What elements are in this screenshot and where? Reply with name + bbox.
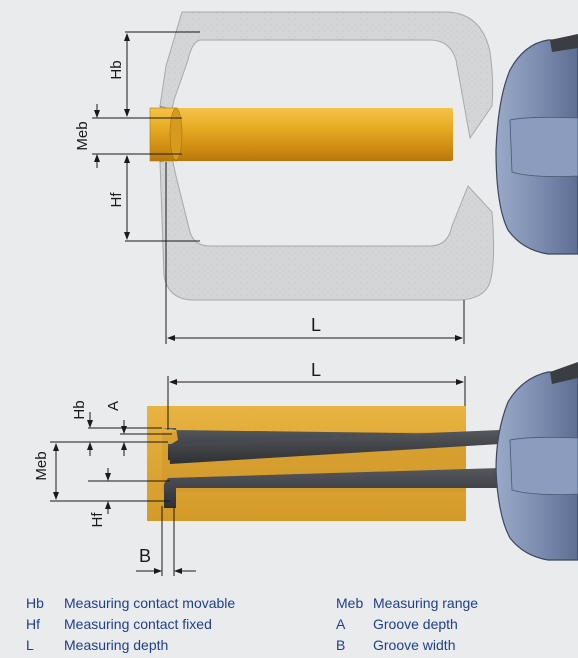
legend-item-b: B Groove width bbox=[336, 636, 455, 654]
top-label-hb: Hb bbox=[108, 60, 125, 79]
top-label-hf: Hf bbox=[108, 192, 125, 208]
legend-text: Measuring range bbox=[373, 595, 479, 611]
bottom-label-hb: Hb bbox=[71, 400, 88, 419]
top-label-meb: Meb bbox=[74, 121, 91, 150]
legend-text: Measuring depth bbox=[64, 637, 169, 653]
legend-text: Groove width bbox=[373, 637, 456, 653]
legend-abbr: Hf bbox=[26, 616, 40, 632]
top-caliper: Hb Meb Hf L bbox=[74, 11, 578, 344]
bottom-caliper: L Meb Hb A Hf B bbox=[33, 360, 578, 576]
top-caliper-frame bbox=[159, 11, 495, 301]
top-gauge-window bbox=[509, 116, 578, 177]
bottom-lower-arm bbox=[164, 468, 500, 508]
legend-text: Measuring contact movable bbox=[64, 595, 236, 611]
bottom-gauge-button bbox=[550, 362, 578, 384]
legend-item-hf: Hf Measuring contact fixed bbox=[26, 615, 212, 633]
legend-abbr: B bbox=[336, 637, 346, 653]
top-gauge-button bbox=[550, 34, 578, 52]
legend-item-meb: Meb Measuring range bbox=[336, 594, 478, 612]
legend-item-a: A Groove depth bbox=[336, 615, 458, 633]
legend-abbr: Meb bbox=[336, 595, 364, 611]
legend-text: Groove depth bbox=[373, 616, 458, 632]
bottom-label-b: B bbox=[139, 546, 151, 566]
legend-abbr: A bbox=[336, 616, 346, 632]
legend-abbr: L bbox=[26, 637, 34, 653]
bottom-label-a: A bbox=[105, 401, 122, 411]
bottom-upper-arm-blade bbox=[168, 430, 500, 464]
top-workpiece-rod bbox=[175, 108, 453, 161]
bottom-label-hf: Hf bbox=[89, 512, 106, 528]
legend-text: Measuring contact fixed bbox=[64, 616, 212, 632]
top-workpiece-end bbox=[169, 107, 183, 161]
legend-item-hb: Hb Measuring contact movable bbox=[26, 594, 235, 612]
bottom-label-meb: Meb bbox=[33, 451, 50, 480]
bottom-gauge-window bbox=[509, 436, 578, 495]
legend-item-l: L Measuring depth bbox=[26, 636, 168, 654]
bottom-label-l: L bbox=[311, 360, 321, 380]
top-label-l: L bbox=[311, 315, 321, 335]
legend-abbr: Hb bbox=[26, 595, 44, 611]
